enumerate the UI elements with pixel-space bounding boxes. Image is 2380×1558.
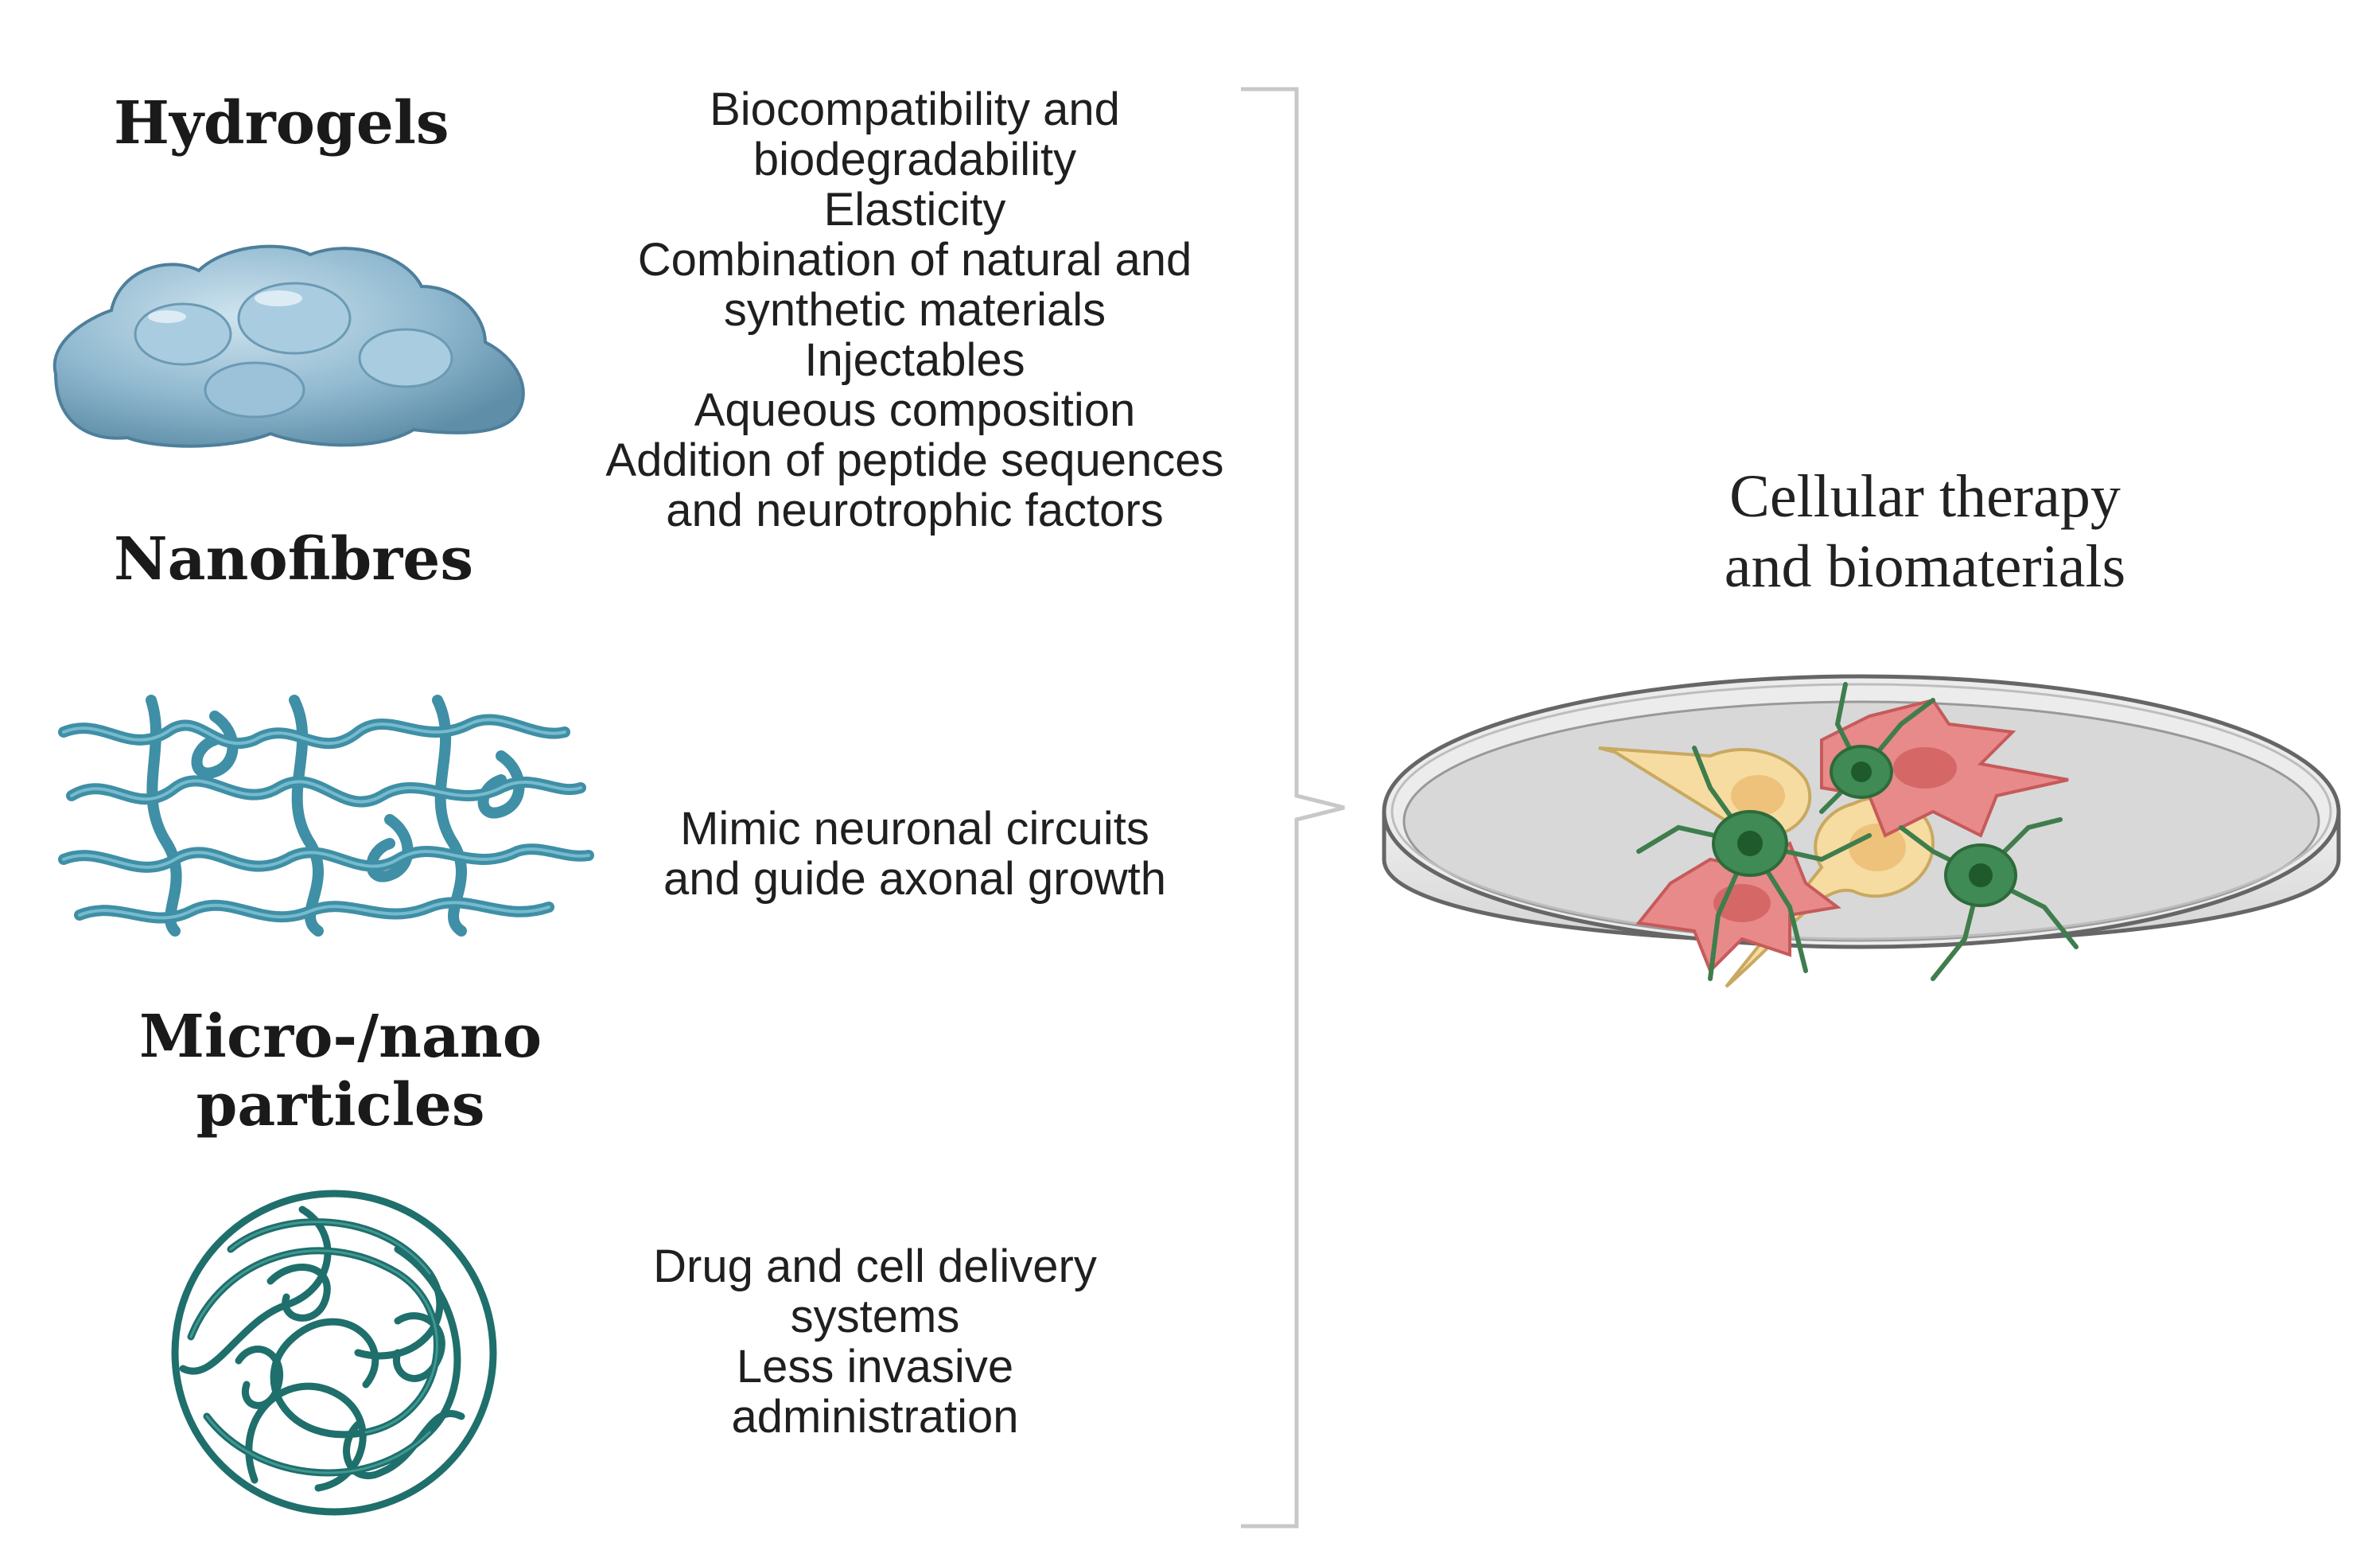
result-title: Cellular therapy and biomaterials	[1724, 463, 2126, 600]
particles-properties: Drug and cell delivery systems Less inva…	[517, 1241, 1233, 1442]
property-line: administration	[731, 1391, 1019, 1443]
property-line: Aqueous composition	[694, 384, 1136, 436]
nanofibres-properties: Mimic neuronal circuits and guide axonal…	[557, 804, 1273, 904]
hydrogels-properties: Biocompatibility and biodegradability El…	[557, 84, 1273, 536]
hydrogels-heading: Hydrogels	[114, 89, 449, 158]
hydrogel-blob-icon	[52, 244, 525, 448]
property-line: Drug and cell delivery	[653, 1241, 1097, 1292]
property-line: Elasticity	[823, 184, 1006, 236]
particles-heading: Micro-/nano particles	[139, 1003, 542, 1139]
property-line: and guide axonal growth	[663, 853, 1167, 905]
property-line: Biocompatibility and	[710, 84, 1120, 135]
property-line: Less invasive	[736, 1341, 1014, 1392]
property-line: Combination of natural and	[637, 234, 1192, 286]
property-line: Injectables	[804, 334, 1025, 386]
petri-dish-cells-icon	[1382, 674, 2341, 988]
property-line: and neurotrophic factors	[666, 485, 1164, 536]
property-line: biodegradability	[752, 134, 1077, 185]
particle-ball-icon	[171, 1190, 497, 1516]
nanofibres-heading: Nanofibres	[114, 525, 474, 594]
nanofibre-mesh-icon	[58, 695, 594, 937]
bracket-connector	[1241, 87, 1345, 1529]
property-line: Mimic neuronal circuits	[680, 803, 1149, 855]
property-line: synthetic materials	[723, 284, 1106, 336]
property-line: Addition of peptide sequences	[605, 434, 1224, 486]
property-line: systems	[790, 1291, 960, 1342]
